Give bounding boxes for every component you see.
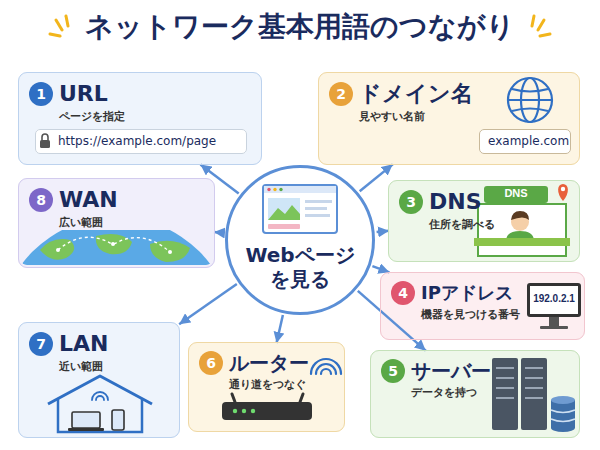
term-description: 近い範囲 <box>59 359 169 374</box>
callout-number: 5 <box>381 359 405 383</box>
callout-number: 8 <box>29 188 53 212</box>
term-heading: URL <box>59 81 108 107</box>
address-bar: https://example.com/page <box>35 129 247 154</box>
term-heading: WAN <box>59 187 118 213</box>
connector-arrow <box>277 315 283 343</box>
term-heading: ルーター <box>229 351 309 375</box>
world-map <box>21 230 212 265</box>
term-box: 7LAN 近い範囲 <box>18 322 180 438</box>
address-bar: example.com <box>479 129 571 154</box>
globe-icon <box>508 78 552 122</box>
box-fill <box>479 129 571 154</box>
box-fill <box>35 129 247 154</box>
term-heading: サーバー <box>411 359 491 383</box>
address-text: example.com <box>488 134 564 148</box>
connector-arrow <box>358 291 426 351</box>
server-icon <box>492 358 575 432</box>
term-box: 1URL ページを指定 https://example.com/page <box>18 72 262 165</box>
term-description: 広い範囲 <box>59 215 204 230</box>
term-description: 機器を見つける番号 <box>421 307 574 322</box>
box-fill <box>18 322 180 438</box>
term-heading: ドメイン名 <box>359 81 473 107</box>
ip-number: 192.0.2.1 <box>530 293 578 304</box>
box-fill <box>188 342 345 432</box>
term-box: 4 IPアドレス機器を見つける番号 <box>380 272 585 340</box>
box-fill <box>18 72 262 165</box>
term-description: データを持つ <box>411 385 569 400</box>
term-heading: LAN <box>59 331 108 357</box>
term-box: 8WAN 広い範囲 <box>18 178 215 268</box>
term-description: ページを指定 <box>59 109 251 124</box>
callout-number: 4 <box>391 281 415 305</box>
center-text: Webページ を見る <box>232 243 368 291</box>
lock-icon <box>40 134 50 148</box>
term-box: 6ルーター通り道をつなぐ <box>188 342 345 432</box>
webpage-icon <box>263 185 337 233</box>
term-box: 2ドメイン名見やすい名前 example.com <box>318 72 580 165</box>
term-description: 見やすい名前 <box>359 109 569 124</box>
callout-number: 2 <box>329 82 353 106</box>
monitor-icon <box>527 283 581 329</box>
callout-number: 1 <box>29 82 53 106</box>
term-description: 住所を調べる <box>429 217 569 232</box>
callout-number: 3 <box>399 190 423 214</box>
center-circle: Webページ を見る <box>225 165 375 315</box>
sign-text: DNS <box>484 187 548 199</box>
house-icon <box>48 376 152 432</box>
box-fill <box>225 165 375 315</box>
box-fill <box>380 272 585 340</box>
term-description: 通り道をつなぐ <box>229 377 334 392</box>
box-fill <box>318 72 580 165</box>
connector-arrow <box>214 231 223 234</box>
box-fill <box>388 180 580 262</box>
term-heading: IPアドレス <box>421 282 513 304</box>
callout-number: 6 <box>199 351 223 375</box>
term-box: 3DNS住所を調べる <box>388 180 580 262</box>
connector-arrow <box>179 284 237 324</box>
term-heading: DNS <box>429 189 482 215</box>
callout-number: 7 <box>29 332 53 356</box>
term-box: 5サーバーデータを持つ <box>370 350 580 438</box>
title: ネットワーク基本用語のつながり <box>0 8 600 46</box>
address-text: https://example.com/page <box>58 134 240 148</box>
box-fill <box>370 350 580 438</box>
